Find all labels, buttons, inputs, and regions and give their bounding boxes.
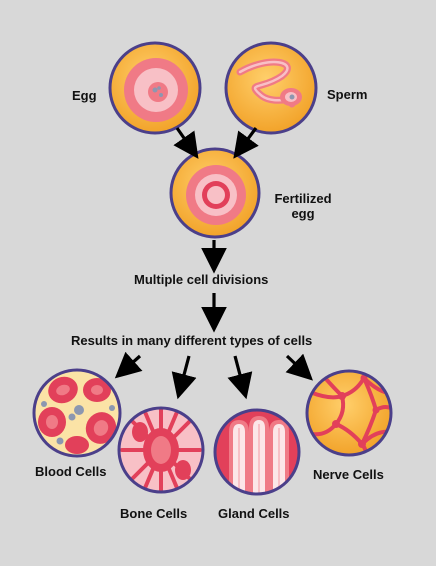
multiple-divisions-label: Multiple cell divisions [134, 272, 269, 287]
arrow-to-nerve [285, 353, 313, 381]
blood-cells-label: Blood Cells [35, 464, 107, 479]
bone-cells-icon [117, 406, 205, 494]
nerve-cells-icon [305, 369, 393, 457]
nerve-cells-label: Nerve Cells [313, 467, 384, 482]
arrow-to-blood [114, 351, 143, 379]
bone-cells-label: Bone Cells [120, 506, 188, 521]
fertilized-egg-label: Fertilized egg [266, 191, 340, 221]
gland-cells-label: Gland Cells [218, 506, 290, 521]
results-label: Results in many different types of cells [71, 333, 313, 348]
egg-label: Egg [72, 88, 97, 103]
gland-cells-icon [213, 408, 301, 496]
arrow-to-bone [171, 355, 197, 400]
fertilized-egg-icon [169, 147, 261, 239]
arrow-to-gland [227, 355, 253, 400]
blood-cells-icon [32, 368, 122, 458]
arrow-egg-to-fertilized [173, 127, 199, 159]
sperm-cell-icon [224, 41, 318, 135]
fertilized-label-line1: Fertilized [274, 191, 332, 206]
fertilized-label-line2: egg [291, 206, 315, 221]
egg-cell-icon [108, 41, 202, 135]
sperm-label: Sperm [327, 87, 368, 102]
arrows [114, 127, 313, 400]
arrow-sperm-to-fertilized [233, 127, 259, 159]
